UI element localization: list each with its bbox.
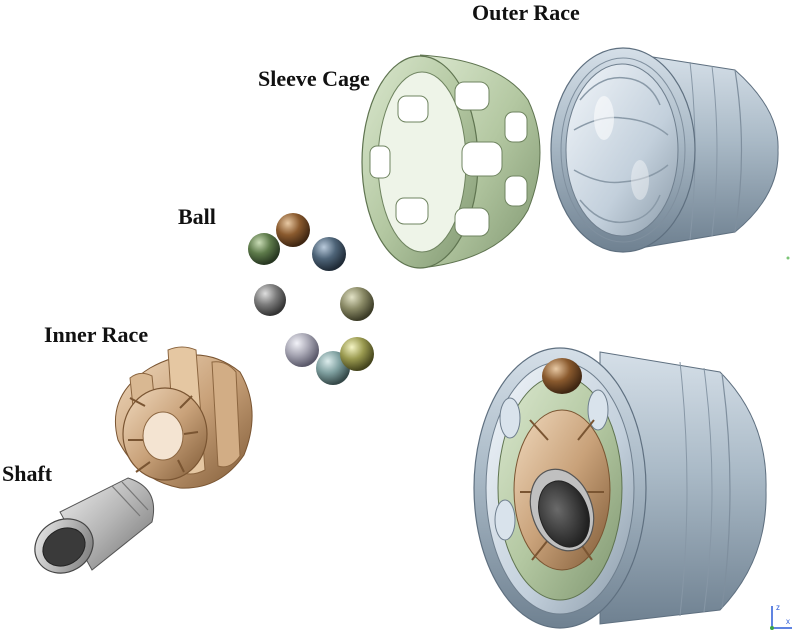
inner-race (114, 346, 253, 489)
assembled-joint (473, 347, 767, 629)
ball-5 (340, 287, 374, 321)
ball-4 (254, 284, 286, 316)
label-sleeve-cage: Sleeve Cage (258, 66, 370, 91)
label-shaft: Shaft (2, 461, 53, 486)
axis-triad: z x (770, 603, 792, 630)
ball-3 (312, 237, 346, 271)
sleeve-cage (361, 54, 541, 269)
outer-race (550, 47, 779, 253)
ball-6 (285, 333, 319, 367)
label-outer-race: Outer Race (472, 0, 580, 25)
balls (248, 213, 374, 385)
axis-z-label: z (776, 603, 780, 612)
shaft (34, 477, 154, 574)
ball-8 (340, 337, 374, 371)
axis-x-label: x (786, 617, 790, 626)
label-inner-race: Inner Race (44, 322, 149, 347)
ball-1 (276, 213, 310, 247)
ball-2 (248, 233, 280, 265)
green-marker-dot (786, 256, 790, 260)
label-ball: Ball (178, 204, 216, 229)
